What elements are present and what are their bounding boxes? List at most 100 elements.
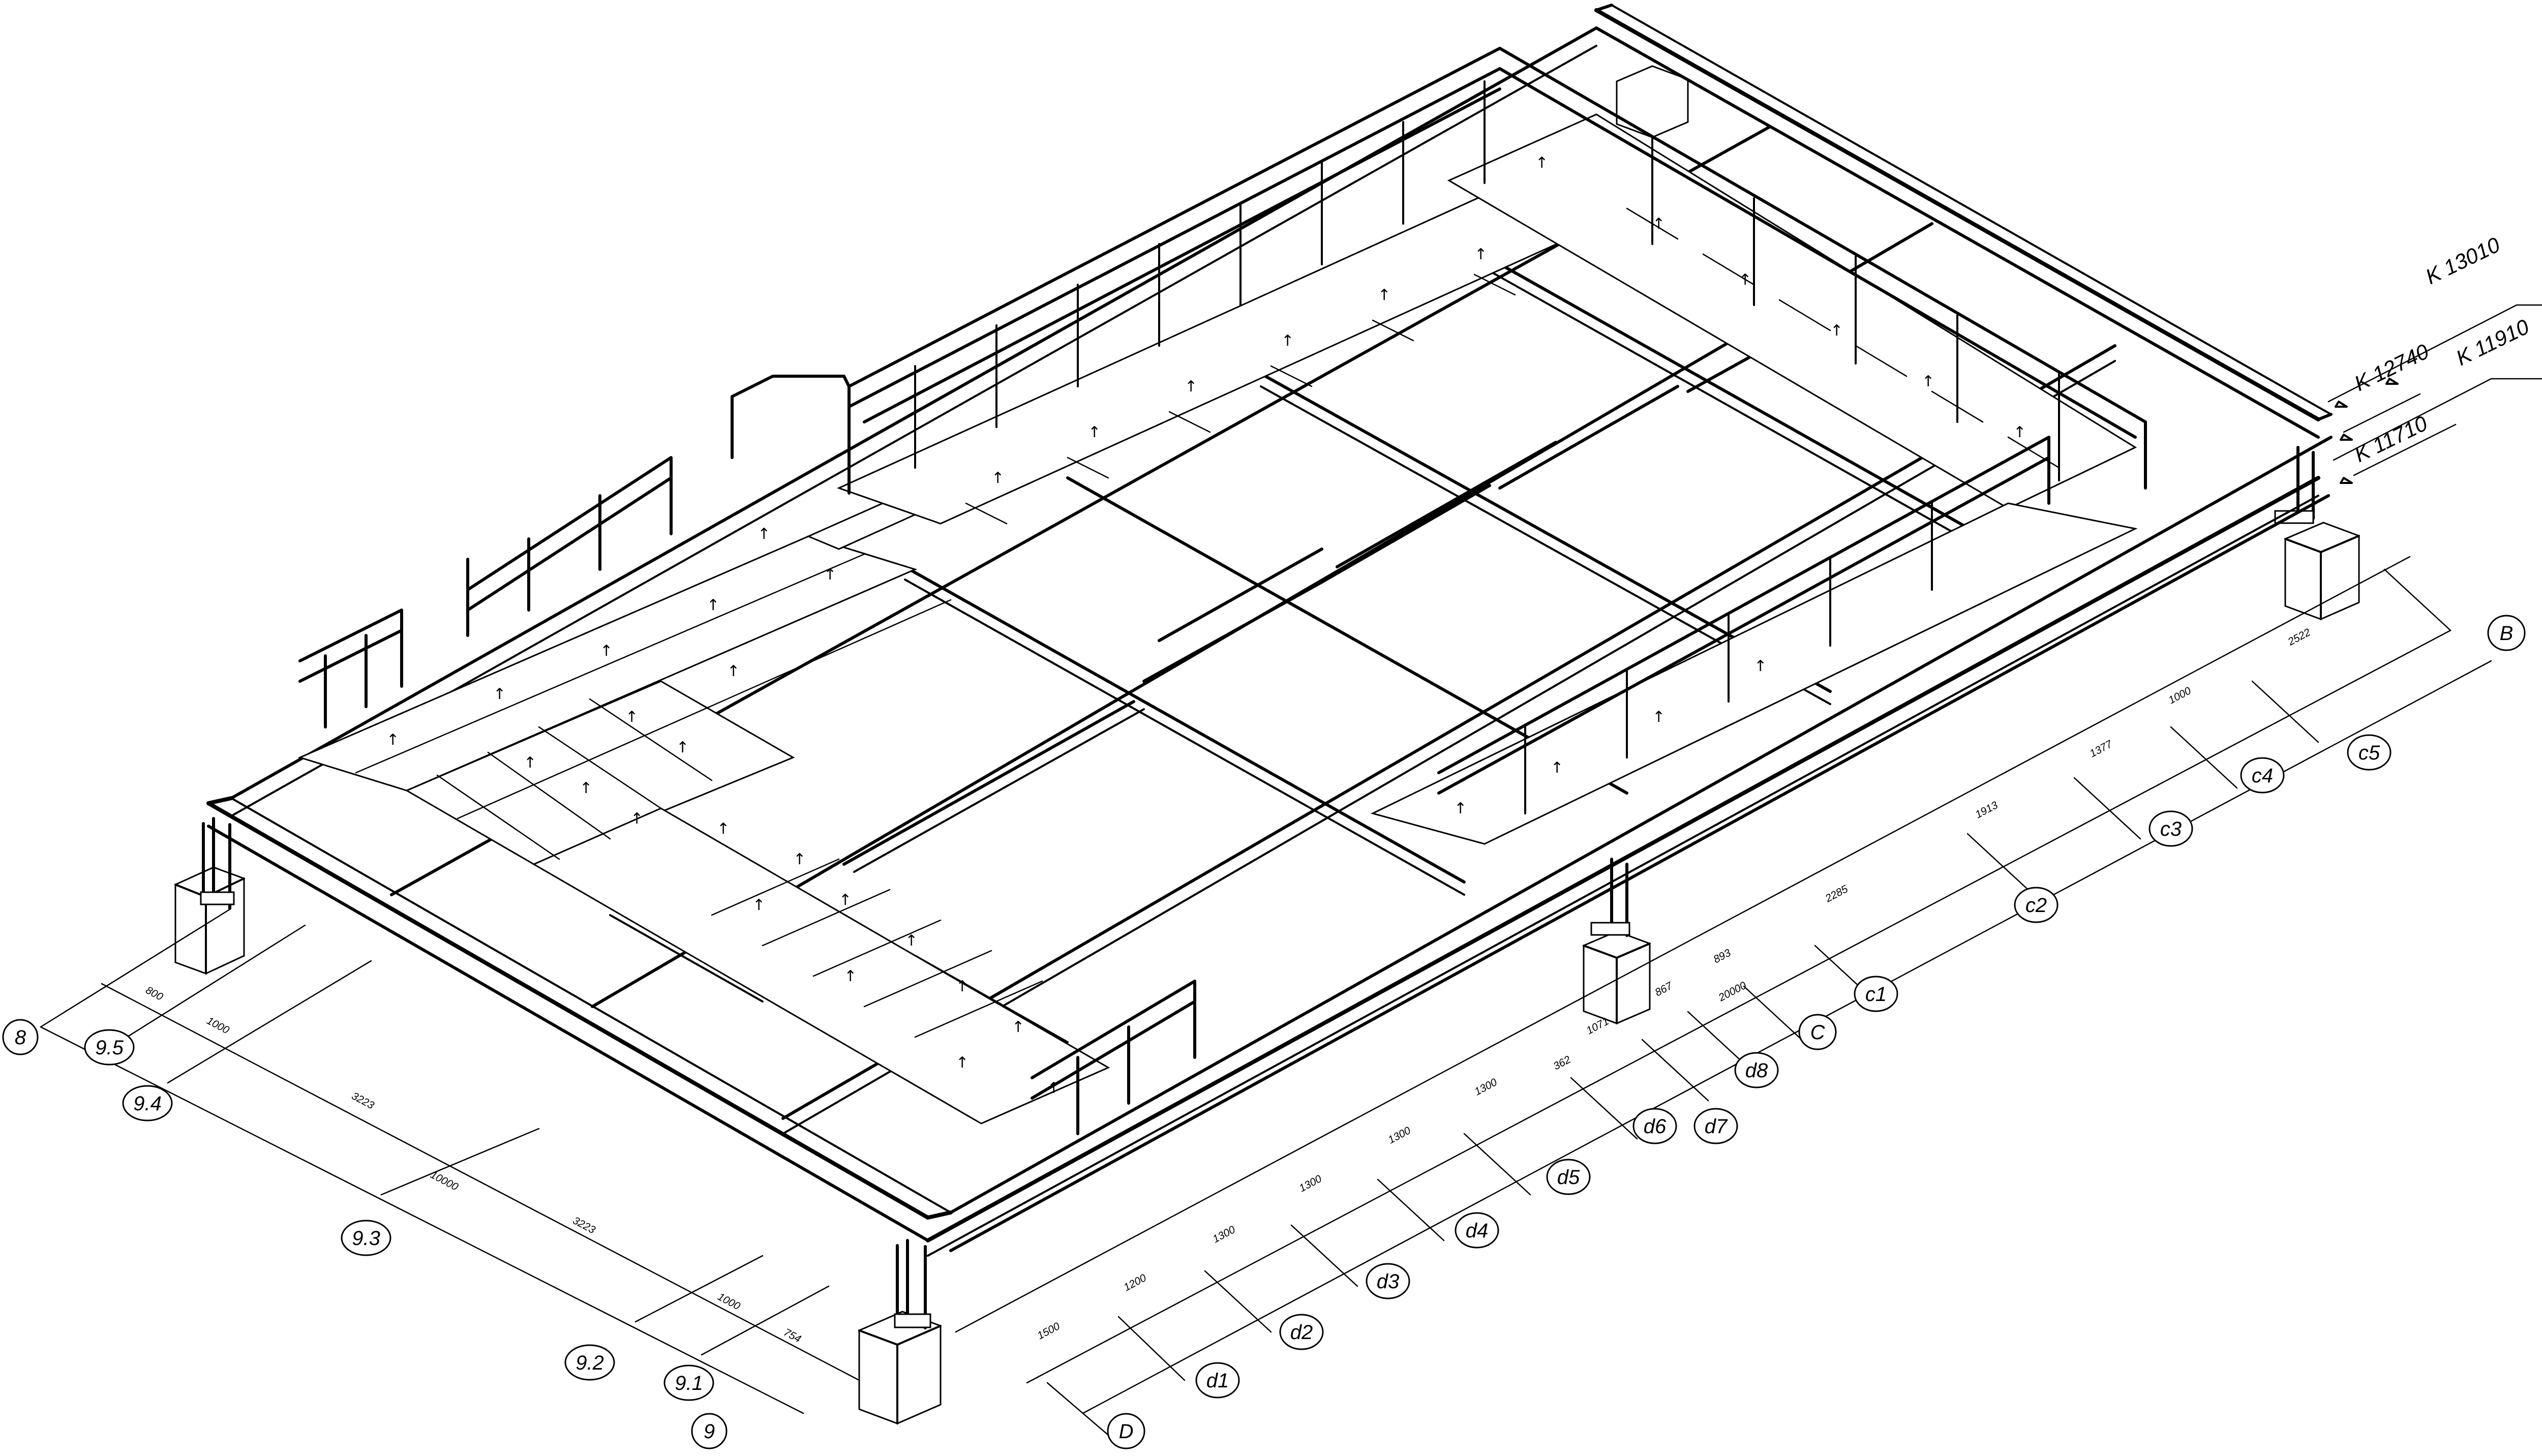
svg-text:9.1: 9.1: [675, 1372, 703, 1394]
grating-arrow-icon: ↑: [956, 978, 969, 995]
grating-arrow-icon: ↑: [1652, 708, 1665, 726]
foundation-front: [858, 1311, 942, 1424]
axis-bubble-9-4: 9.4: [122, 1085, 173, 1121]
svg-text:d7: d7: [1705, 1115, 1728, 1138]
grating-arrow-icon: ↑: [1047, 1079, 1060, 1097]
base-plate-front: [894, 1313, 931, 1328]
dim-1071: 1071: [1585, 1015, 1611, 1037]
svg-text:D: D: [1119, 1420, 1134, 1443]
grating-arrow-icon: ↑: [1739, 271, 1751, 289]
level-k13010: K 13010: [2422, 232, 2504, 289]
axis-bubble-c2: c2: [2014, 887, 2059, 923]
axis-bubble-9-2: 9.2: [564, 1344, 615, 1381]
dim-362: 362: [1552, 1054, 1573, 1073]
dim-1200: 1200: [1122, 1272, 1148, 1293]
axis-bubble-d5: d5: [1546, 1159, 1591, 1195]
grating-arrows: ↑↑↑↑↑↑↑↑↑↑↑↑↑↑↑↑↑↑↑↑↑↑↑↑↑↑↑↑↑↑↑↑↑↑↑↑↑↑: [386, 154, 2026, 1097]
grating-arrow-icon: ↑: [905, 932, 918, 950]
svg-text:9.5: 9.5: [95, 1037, 124, 1059]
axis-bubble-c5: c5: [2347, 734, 2392, 771]
grating-arrow-icon: ↑: [580, 779, 592, 797]
svg-text:c4: c4: [2252, 765, 2273, 787]
axis-bubble-C: C: [1798, 1014, 1837, 1050]
axis-bubble-d7: d7: [1693, 1108, 1738, 1144]
svg-text:d1: d1: [1206, 1370, 1229, 1392]
dim-893: 893: [1712, 947, 1733, 966]
grating-arrow-icon: ↑: [1754, 657, 1767, 675]
dimension-lines: [40, 304, 2542, 1445]
grating-arrow-icon: ↑: [600, 642, 613, 660]
grating-arrow-icon: ↑: [717, 820, 730, 838]
svg-text:c3: c3: [2160, 818, 2182, 840]
dim-1300: 1300: [1473, 1076, 1499, 1098]
svg-text:d6: d6: [1644, 1115, 1667, 1138]
secondary-girders: [230, 26, 2333, 1214]
grating-arrow-icon: ↑: [752, 896, 765, 914]
grating-arrow-icon: ↑: [991, 469, 1004, 487]
svg-text:c5: c5: [2358, 742, 2380, 764]
grating-arrow-icon: ↑: [493, 685, 506, 703]
axis-bubble-9: 9: [691, 1413, 728, 1449]
grating-arrow-icon: ↑: [758, 525, 770, 543]
grating-arrow-icon: ↑: [1088, 423, 1101, 441]
axis-bubble-9-5: 9.5: [84, 1029, 135, 1066]
svg-text:9.3: 9.3: [352, 1227, 380, 1250]
axis-bubble-d8: d8: [1734, 1052, 1779, 1088]
svg-text:d8: d8: [1745, 1059, 1768, 1082]
dim-1000: 1000: [716, 1291, 742, 1312]
grating-arrow-icon: ↑: [1454, 800, 1467, 817]
svg-text:8: 8: [15, 1026, 26, 1049]
grating-arrow-icon: ↑: [386, 731, 399, 749]
dim-1500: 1500: [1036, 1320, 1062, 1342]
grating-arrow-icon: ↑: [1535, 154, 1548, 172]
grating-arrow-icon: ↑: [844, 967, 857, 985]
dim-1377: 1377: [2088, 738, 2115, 760]
grating-arrow-icon: ↑: [824, 566, 836, 584]
axis-bubbles: B C D c1 c2 c3 c4 c5: [2, 615, 2526, 1449]
columns: [200, 446, 2315, 1329]
grating-arrow-icon: ↑: [676, 739, 689, 756]
svg-text:d3: d3: [1377, 1270, 1400, 1293]
svg-text:C: C: [1810, 1021, 1826, 1044]
column-right: [2296, 446, 2315, 520]
svg-text:d5: d5: [1557, 1166, 1580, 1189]
axis-bubble-c1: c1: [1854, 976, 1898, 1012]
dim-20000: 20000: [1716, 980, 1749, 1004]
level-k12740: K 12740: [2350, 339, 2433, 396]
grating-arrow-icon: ↑: [839, 891, 852, 909]
axis-bubble-d4: d4: [1455, 1212, 1499, 1249]
grating-arrow-icon: ↑: [727, 662, 740, 680]
axis-bubble-d2: d2: [1279, 1314, 1324, 1350]
dim-800: 800: [144, 984, 165, 1003]
level-k11710: K 11710: [2350, 411, 2431, 467]
foundation-right: [2284, 522, 2360, 620]
base-plate-middle: [1590, 922, 1630, 936]
svg-text:9: 9: [704, 1420, 715, 1443]
foundation-rear: [1616, 65, 1689, 138]
grating-arrow-icon: ↑: [1830, 322, 1843, 340]
svg-text:9.4: 9.4: [133, 1093, 162, 1115]
grating-arrow-icon: ↑: [630, 810, 643, 828]
grating-arrow-icon: ↑: [625, 708, 638, 726]
axis-bubble-9-3: 9.3: [341, 1220, 391, 1256]
dim-1300: 1300: [1386, 1125, 1413, 1146]
dim-754: 754: [782, 1326, 803, 1345]
grating-arrow-icon: ↑: [1551, 759, 1563, 777]
dim-2285: 2285: [1823, 883, 1850, 905]
svg-text:c2: c2: [2025, 894, 2047, 917]
grating-arrow-icon: ↑: [707, 596, 719, 614]
axis-bubble-9-1: 9.1: [663, 1364, 714, 1401]
axis-bubble-D: D: [1107, 1413, 1145, 1449]
grating-arrow-icon: ↑: [1281, 332, 1294, 350]
grating-arrow-icon: ↑: [1474, 246, 1487, 263]
grating-panels: [297, 113, 2138, 1125]
grating-arrow-icon: ↑: [793, 851, 806, 868]
grating-arrow-icon: ↑: [1652, 215, 1665, 233]
svg-text:d2: d2: [1290, 1321, 1313, 1344]
main-girders: [206, 4, 2333, 1257]
grating-arrow-icon: ↑: [1378, 286, 1390, 304]
grating-arrow-icon: ↑: [524, 754, 536, 772]
dim-10000: 10000: [429, 1169, 461, 1193]
svg-text:c1: c1: [1865, 983, 1887, 1006]
